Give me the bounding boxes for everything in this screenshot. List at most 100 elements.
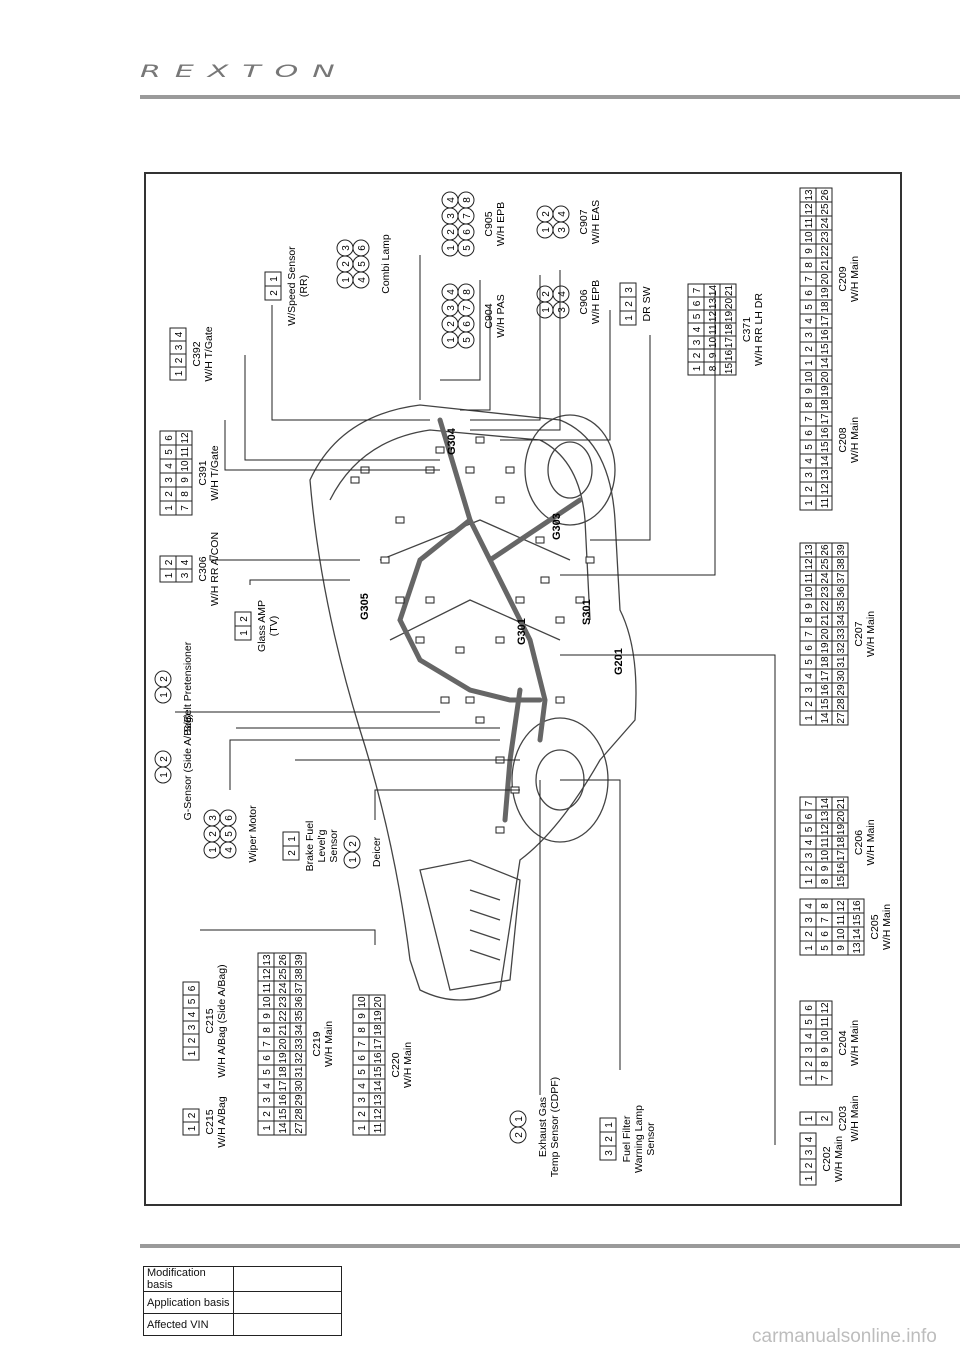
pin-number: 2	[348, 841, 359, 847]
pin-number: 3	[804, 472, 815, 478]
harness-plug	[495, 636, 505, 644]
pin-number: 1	[187, 1125, 198, 1131]
ground-label-g305: G305	[359, 593, 371, 620]
pin-number: 1	[164, 505, 175, 511]
pin-number: 2	[514, 1132, 525, 1138]
pin-number: 8	[262, 1027, 273, 1033]
pin-number: 10	[820, 850, 831, 862]
pin-number: 39	[294, 954, 305, 966]
c209-grid: 1234567891011121314151617181920212223242…	[799, 187, 833, 371]
pin-number: 1	[804, 1175, 815, 1181]
pin-number: 1	[804, 500, 815, 506]
pin-number: 16	[820, 329, 831, 341]
pin-cell	[719, 283, 737, 298]
pin-number: 14	[820, 455, 831, 467]
leader-line	[560, 779, 621, 1070]
pin-number: 12	[820, 824, 831, 836]
row-label: Application basis	[143, 1291, 234, 1314]
pin-number: 1	[174, 370, 185, 376]
leader-line	[500, 310, 611, 441]
pin-number: 4	[804, 903, 815, 909]
pin-number: 15	[278, 1108, 289, 1120]
pin-number: 5	[804, 304, 815, 310]
harness-plugs	[350, 436, 595, 834]
pin-number: 9	[804, 603, 815, 609]
pin-number: 8	[820, 903, 831, 909]
pin-number: 2	[239, 616, 250, 622]
pin-number: 33	[294, 1038, 305, 1050]
harness-plug	[475, 716, 485, 724]
pin-number: 13	[373, 1094, 384, 1106]
pin-cell	[219, 809, 237, 827]
harness-loop	[397, 517, 543, 703]
pin-number: 37	[836, 572, 847, 584]
pin-number: 1	[692, 365, 703, 371]
pin-number: 27	[294, 1122, 305, 1134]
c906-row0-pins: 12	[536, 285, 554, 319]
pin-number: 13	[804, 189, 815, 201]
comp-3-row0-pins: 123	[203, 809, 221, 859]
pin-number: 18	[836, 837, 847, 849]
row-value	[233, 1313, 342, 1336]
pin-number: 10	[804, 371, 815, 383]
pin-cell	[552, 205, 570, 223]
pin-number: 4	[357, 1083, 368, 1089]
pin-number: 19	[820, 287, 831, 299]
pin-number: 7	[692, 287, 703, 293]
pin-number: 6	[804, 290, 815, 296]
c906-label: C906W/H EPB	[578, 280, 602, 324]
leader-line	[440, 280, 481, 381]
pin-number: 6	[357, 1055, 368, 1061]
pin-number: 6	[692, 300, 703, 306]
pin-number: 30	[836, 670, 847, 682]
harness-plug	[395, 516, 405, 524]
pin-number: 2	[804, 931, 815, 937]
pin-number: 11	[262, 982, 273, 993]
pin-number: 1	[804, 878, 815, 884]
pin-number: 2	[624, 301, 635, 307]
leader-line	[249, 579, 350, 585]
pin-number: 1	[541, 307, 552, 313]
pin-number: 4	[357, 277, 368, 283]
comp-9-row0-pins: 123	[336, 239, 354, 289]
pin-number: 23	[820, 231, 831, 243]
pin-number: 1	[287, 836, 298, 842]
pin-number: 3	[804, 687, 815, 693]
harness-rear	[487, 497, 583, 563]
pin-number: 2	[604, 1136, 615, 1142]
pin-number: 15	[852, 914, 863, 926]
pin-number: 23	[820, 586, 831, 598]
pin-number: 20	[820, 628, 831, 640]
pin-number: 10	[708, 337, 719, 349]
pin-number: 13	[820, 811, 831, 823]
pin-number: 1	[446, 245, 457, 251]
pin-number: 29	[836, 684, 847, 696]
pin-cell	[815, 1000, 833, 1016]
pin-number: 8	[804, 402, 815, 408]
pin-number: 19	[820, 642, 831, 654]
harness-main	[437, 417, 548, 743]
pin-number: 2	[804, 701, 815, 707]
pin-number: 23	[278, 996, 289, 1008]
pin-number: 9	[836, 945, 847, 951]
front-grille	[419, 859, 521, 991]
pin-number: 5	[804, 826, 815, 832]
pin-number: 4	[557, 291, 568, 297]
pin-number: 14	[278, 1122, 289, 1134]
pin-number: 4	[804, 673, 815, 679]
pin-number: 1	[804, 1115, 815, 1121]
comp-8-grid: 21	[264, 271, 282, 301]
pin-number: 2	[541, 211, 552, 217]
pin-number: 2	[269, 290, 280, 296]
pin-number: 8	[462, 197, 473, 203]
pin-cell	[169, 327, 187, 342]
pin-number: 26	[278, 954, 289, 966]
header-divider	[140, 95, 960, 99]
c306-label: C306W/H RR A/CON	[197, 532, 221, 606]
pin-number: 7	[804, 276, 815, 282]
